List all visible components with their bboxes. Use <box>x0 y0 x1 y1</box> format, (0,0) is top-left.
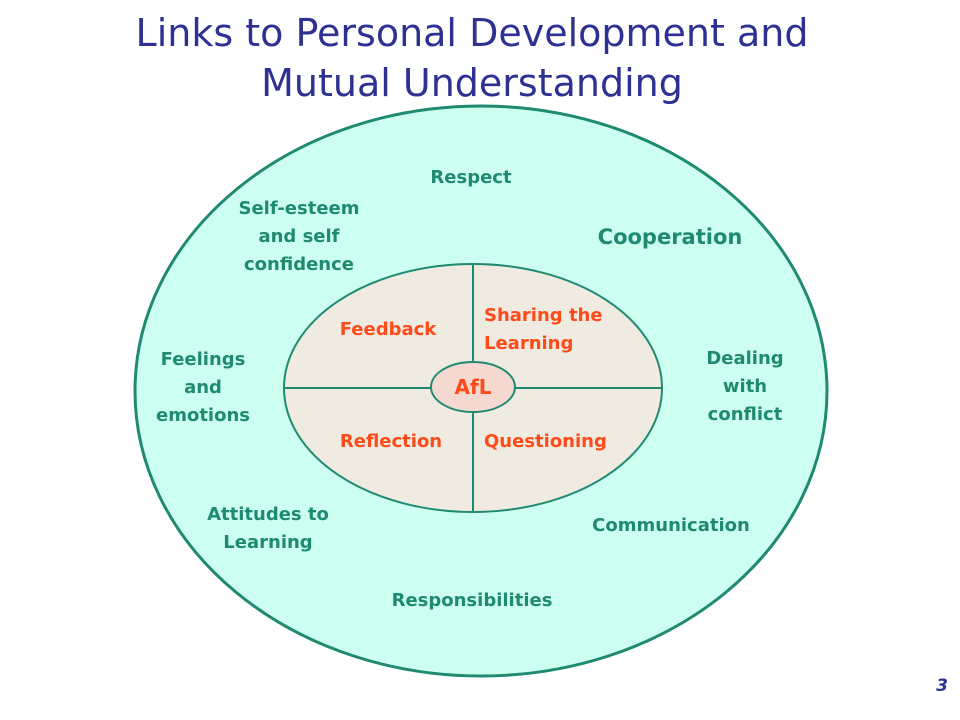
label-reflection: Reflection <box>339 431 443 452</box>
label-questioning: Questioning <box>484 431 607 452</box>
label-dealing-line-2: with <box>722 376 768 397</box>
label-self-esteem: Self-esteem and self confidence <box>238 195 359 279</box>
label-sharing-line-2: Learning <box>484 333 574 354</box>
label-feelings-line-2: and <box>184 377 222 398</box>
label-feedback: Feedback <box>339 319 437 340</box>
title-line-2: Mutual Understanding <box>261 61 683 105</box>
label-feelings: Feelings and emotions <box>156 346 250 430</box>
label-dealing-line-3: conflict <box>707 404 783 425</box>
page-number: 3 <box>936 676 948 696</box>
label-sharing-the-learning: Sharing the Learning <box>484 302 603 358</box>
page-title: Links to Personal Development and Mutual… <box>0 8 944 108</box>
label-feelings-line-1: Feelings <box>160 349 246 370</box>
label-attitudes-line-2: Learning <box>223 532 313 553</box>
center-ellipse <box>430 361 516 413</box>
label-communication: Communication <box>592 515 750 536</box>
label-dealing-with-conflict: Dealing with conflict <box>706 345 783 429</box>
label-attitudes-line-1: Attitudes to <box>207 504 329 525</box>
label-respect: Respect <box>430 167 512 188</box>
label-cooperation: Cooperation <box>597 225 743 249</box>
label-responsibilities: Responsibilities <box>391 590 553 611</box>
label-afl: AfL <box>454 375 492 399</box>
label-attitudes: Attitudes to Learning <box>207 501 329 557</box>
label-dealing-line-1: Dealing <box>706 348 784 369</box>
label-self-esteem-line-2: and self <box>258 226 340 247</box>
label-sharing-line-1: Sharing the <box>484 305 603 326</box>
label-self-esteem-line-1: Self-esteem <box>238 198 360 219</box>
label-self-esteem-line-3: confidence <box>244 254 354 275</box>
title-line-1: Links to Personal Development and <box>135 11 809 55</box>
label-feelings-line-3: emotions <box>156 405 250 426</box>
